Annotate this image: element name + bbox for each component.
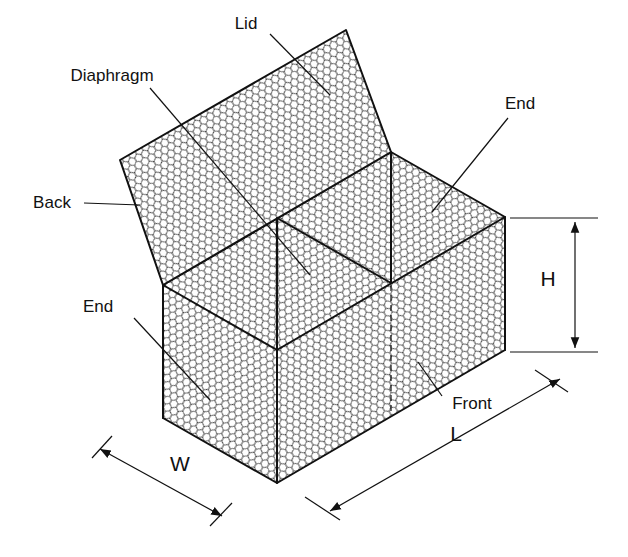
front-panel [277, 217, 505, 483]
leader-line [84, 203, 140, 205]
lid-panel [120, 30, 391, 285]
dimension-label: L [450, 422, 462, 445]
extension-line [92, 436, 112, 458]
dimension-line [330, 379, 560, 511]
part-label: Diaphragm [70, 67, 153, 86]
leader-line [270, 34, 330, 95]
dimension-label: H [540, 267, 555, 290]
part-label: End [505, 95, 535, 114]
part-label: End [83, 298, 113, 317]
left-end-panel [163, 285, 277, 483]
extension-line [210, 503, 232, 526]
extension-line [510, 217, 598, 218]
leader-line [418, 362, 442, 396]
part-label: Front [452, 395, 492, 414]
extension-line [510, 351, 598, 352]
leader-line [150, 88, 310, 275]
leader-line [134, 318, 210, 400]
leader-line [432, 118, 508, 212]
dimension-line [100, 449, 222, 516]
part-label: Back [33, 194, 71, 213]
hidden-edge [390, 285, 391, 414]
part-label: Lid [235, 15, 258, 34]
dimension-label: W [170, 452, 190, 475]
dimension-line [574, 222, 575, 348]
extension-line [535, 370, 568, 392]
